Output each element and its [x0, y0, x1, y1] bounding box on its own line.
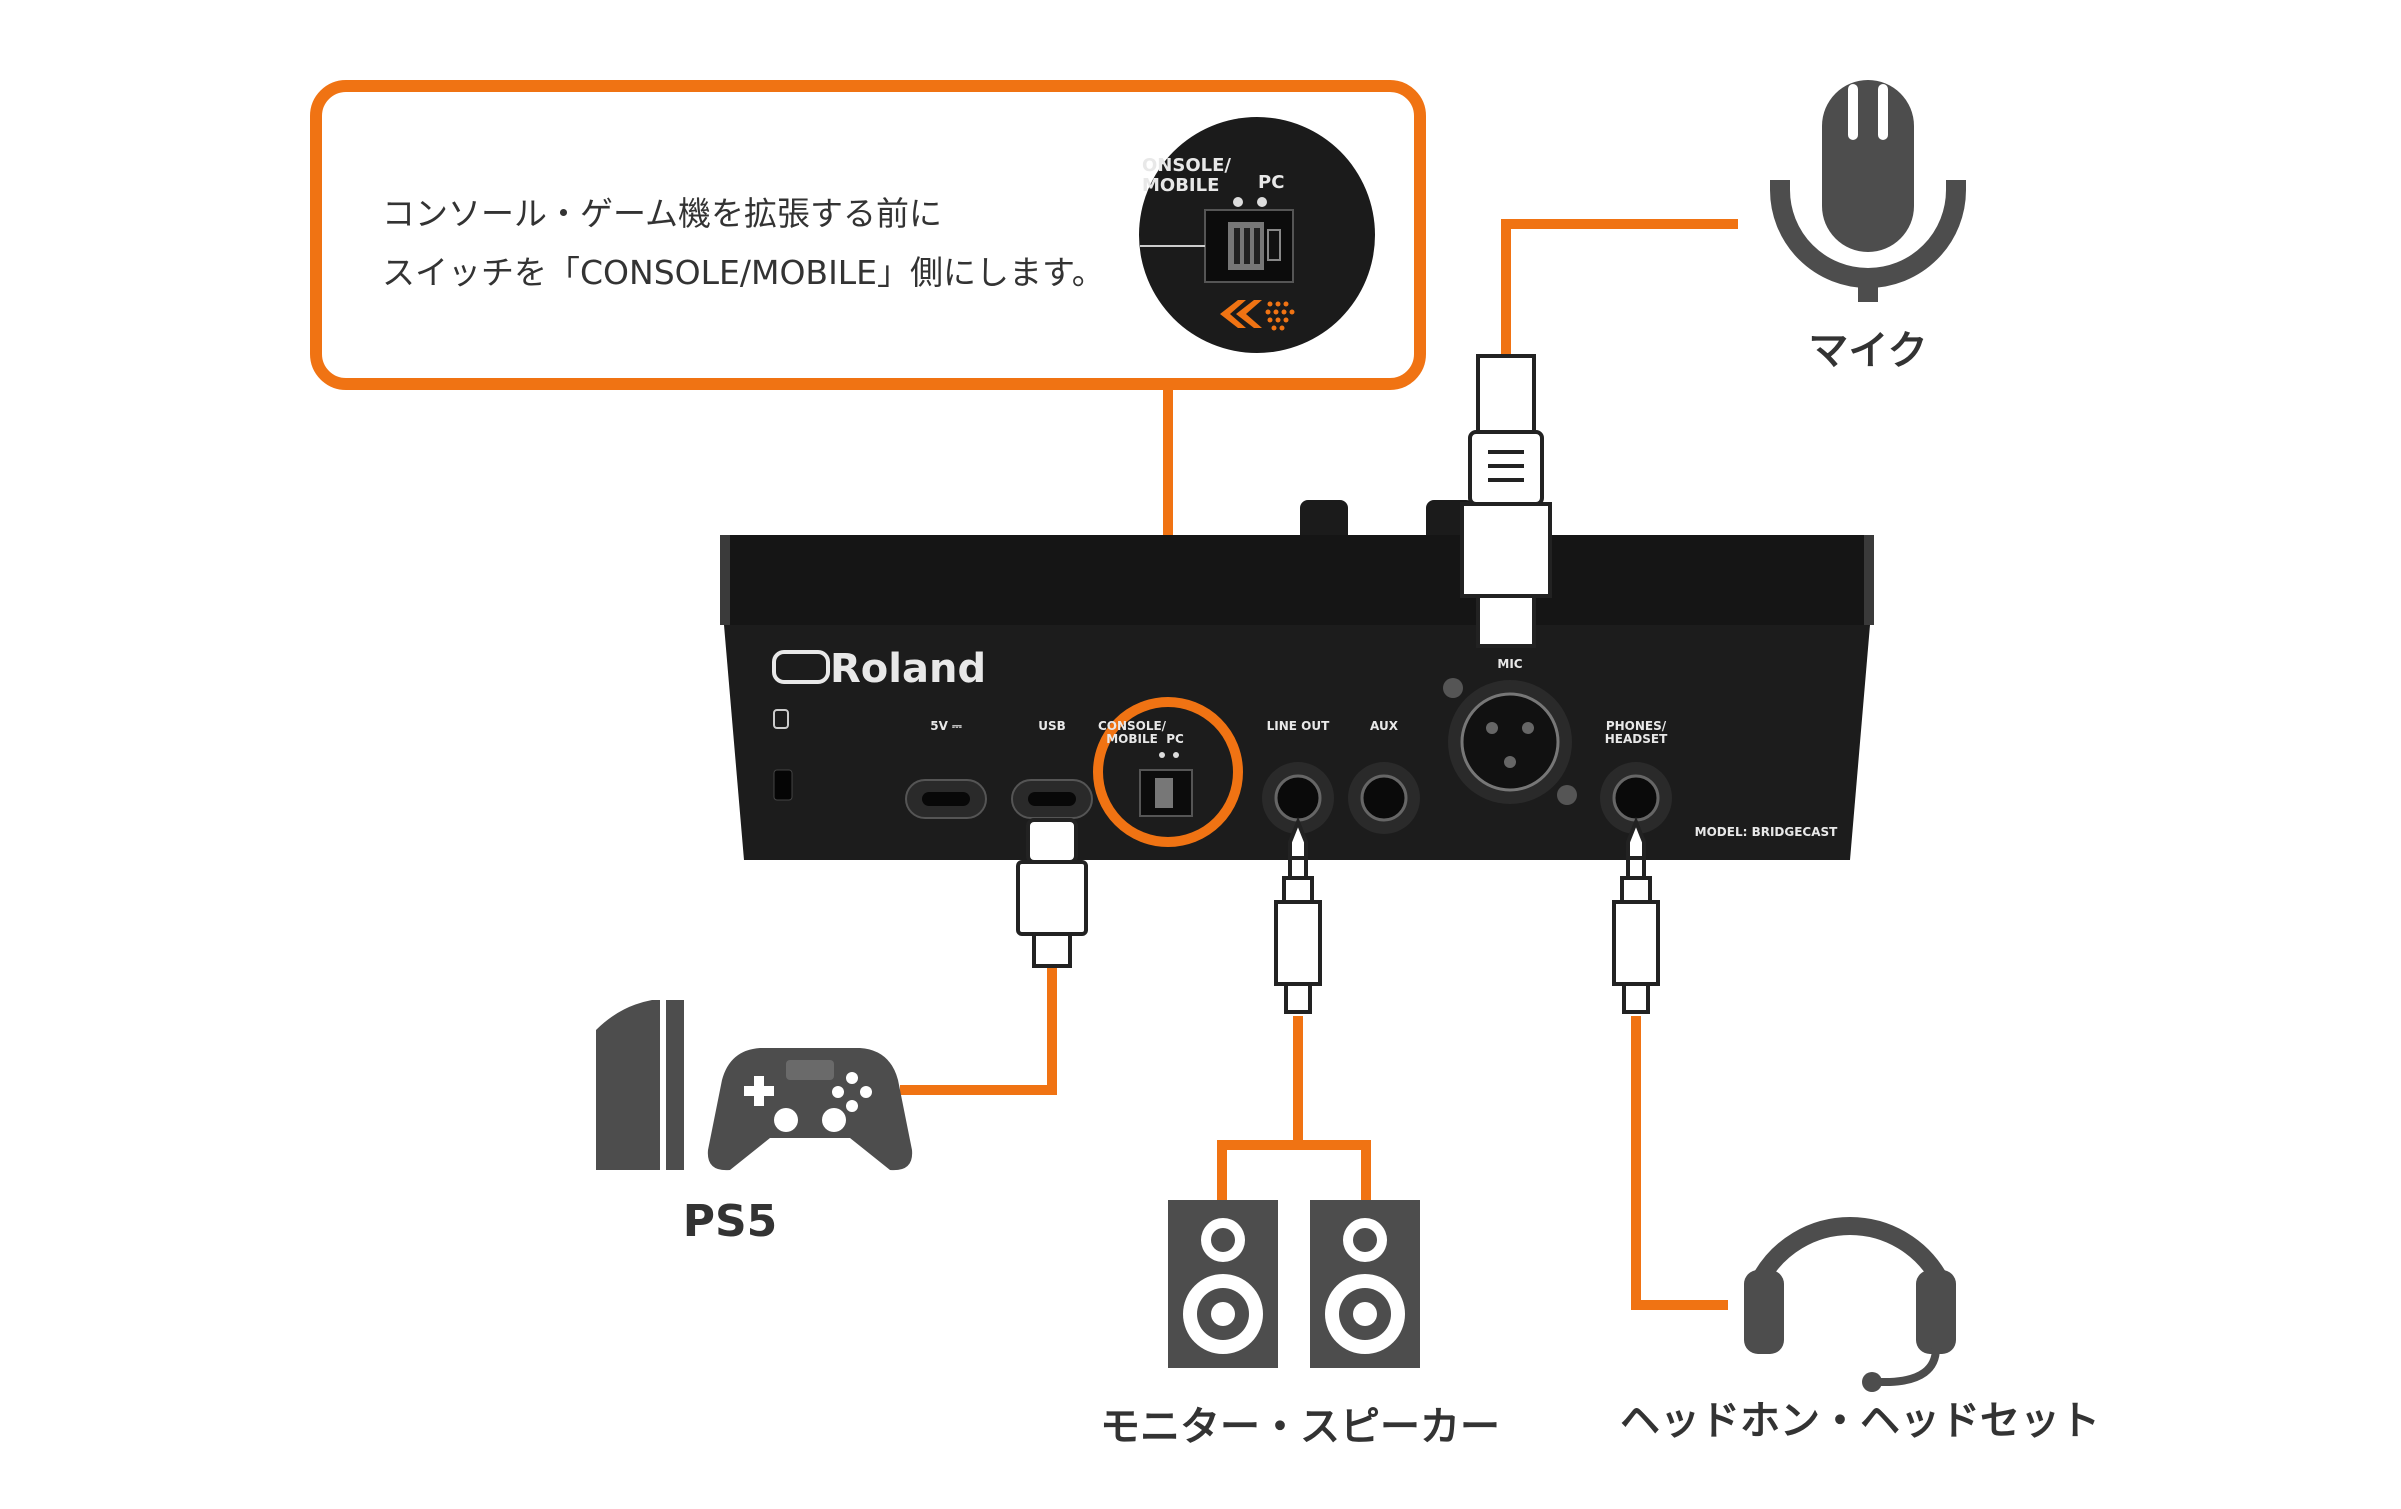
xlr-plug — [1460, 354, 1552, 648]
port-label-aux: AUX — [1370, 719, 1398, 733]
usb-cable — [900, 960, 1057, 1095]
port-label-line-out: LINE OUT — [1266, 719, 1330, 733]
label-ps5: PS5 — [682, 1196, 778, 1247]
mic-cable — [1501, 219, 1738, 356]
label-speakers: モニター・スピーカー — [1100, 1404, 1500, 1450]
speaker-icon — [1168, 1200, 1278, 1368]
label-mic: マイク — [1808, 328, 1928, 374]
line-out-plug — [1274, 816, 1322, 1014]
model-label: MODEL: BRIDGECAST — [1694, 825, 1838, 839]
usb-plug — [1016, 818, 1088, 968]
bridgecast-device: Roland — [720, 500, 1874, 860]
port-label-5v: 5V ⎓ — [930, 719, 962, 733]
port-label-console-mobile: CONSOLE/ MOBILE — [1097, 719, 1167, 746]
microphone-icon — [1770, 80, 1966, 302]
switch-zoom-icon — [1139, 117, 1375, 353]
port-label-usb: USB — [1038, 719, 1066, 733]
phones-plug — [1612, 816, 1660, 1014]
note-line-1: コンソール・ゲーム機を拡張する前に — [382, 194, 943, 233]
roland-logo: Roland — [772, 646, 986, 692]
label-headset: ヘッドホン・ヘッドセット — [1620, 1398, 2100, 1444]
speaker-icon — [1310, 1200, 1420, 1368]
callout-box — [310, 80, 1426, 390]
headset-icon — [1744, 1217, 1956, 1392]
port-label-pc: PC — [1166, 732, 1184, 746]
headset-cable — [1631, 1016, 1728, 1310]
switch-highlight — [1093, 697, 1243, 847]
ps5-console-icon — [596, 1000, 684, 1170]
port-label-phones: PHONES/ HEADSET — [1604, 719, 1668, 746]
port-label-mic: MIC — [1497, 657, 1523, 671]
zoom-label-pc: PC — [1258, 172, 1285, 193]
gamepad-icon — [707, 1048, 913, 1171]
note-line-2: スイッチを「CONSOLE/MOBILE」側にします。 — [382, 253, 1105, 292]
zoom-label-console: ONSOLE/ MOBILE — [1142, 155, 1231, 196]
svg-text:Roland: Roland — [830, 646, 986, 692]
